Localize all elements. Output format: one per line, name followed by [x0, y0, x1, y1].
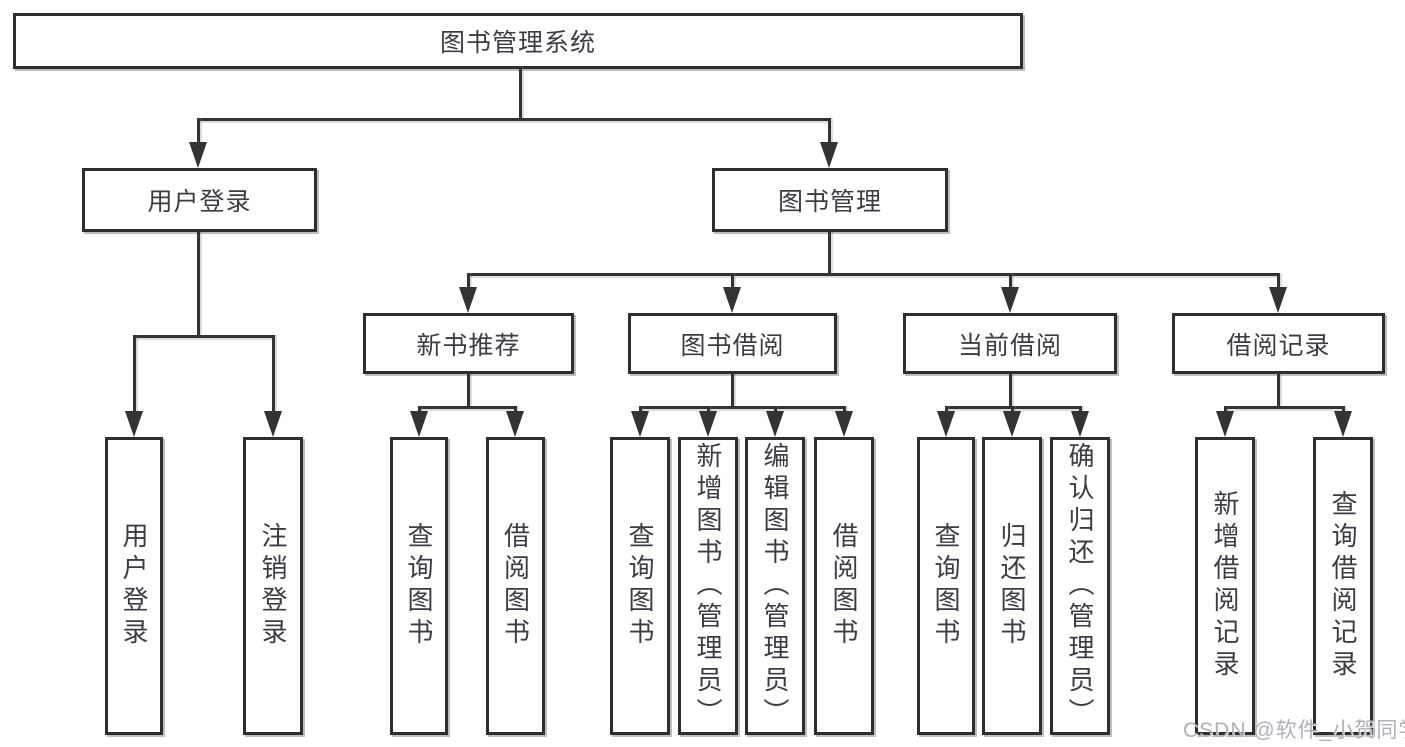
connector-drop [272, 335, 275, 413]
arrow-down-icon [1003, 411, 1021, 437]
connector-drop [1079, 406, 1082, 414]
connector-drop [1224, 406, 1227, 414]
arrow-down-icon [125, 411, 143, 437]
csdn-watermark: CSDN @软件_小贺同学 [1183, 719, 1405, 742]
node-library-management-system: 图书管理系统 [13, 13, 1023, 69]
connector-drop [843, 406, 846, 414]
arrow-down-icon [506, 411, 524, 437]
arrow-down-icon [723, 287, 741, 313]
connector-drop [707, 406, 710, 414]
connector-drop [133, 335, 136, 413]
arrow-down-icon [1001, 287, 1019, 313]
node-query-books-current: 查询图书 [917, 437, 975, 735]
arrow-down-icon [1269, 287, 1287, 313]
arrow-down-icon [631, 411, 649, 437]
connector-drop [418, 406, 421, 414]
node-user-login: 用户登录 [82, 168, 317, 232]
node-add-book-admin: 新增图书（管理员） [678, 437, 738, 735]
connector-bar [467, 273, 1279, 276]
node-borrow-books-leaf: 借阅图书 [814, 437, 874, 735]
connector-bar [418, 406, 516, 409]
connector-stem [197, 232, 200, 337]
arrow-down-icon [189, 142, 207, 168]
connector-bar [1224, 406, 1344, 409]
connector-stem [1277, 374, 1280, 408]
node-user-login-leaf: 用户登录 [105, 437, 163, 735]
connector-bar [133, 335, 274, 338]
connector-drop [467, 273, 470, 289]
node-logout: 注销登录 [243, 437, 303, 735]
connector-bar [197, 118, 831, 121]
arrow-down-icon [1216, 411, 1234, 437]
arrow-down-icon [1334, 411, 1352, 437]
node-book-borrowing: 图书借阅 [628, 313, 837, 374]
node-add-borrow-record: 新增借阅记录 [1195, 437, 1255, 735]
node-borrow-books-recommend: 借阅图书 [486, 437, 545, 735]
connector-drop [774, 406, 777, 414]
connector-drop [828, 118, 831, 144]
arrow-down-icon [835, 411, 853, 437]
arrow-down-icon [937, 411, 955, 437]
node-query-books-borrowing: 查询图书 [610, 437, 670, 735]
arrow-down-icon [766, 411, 784, 437]
connector-drop [639, 406, 642, 414]
connector-drop [1277, 273, 1280, 289]
node-query-borrow-record: 查询借阅记录 [1313, 437, 1373, 735]
node-query-books-recommend: 查询图书 [390, 437, 448, 735]
node-book-management: 图书管理 [712, 168, 948, 232]
node-new-book-recommendation: 新书推荐 [363, 313, 574, 374]
node-current-borrowing: 当前借阅 [903, 313, 1117, 374]
arrow-down-icon [264, 411, 282, 437]
connector-stem [519, 66, 522, 120]
connector-drop [1342, 406, 1345, 414]
connector-drop [514, 406, 517, 414]
arrow-down-icon [1071, 411, 1089, 437]
connector-stem [731, 374, 734, 408]
node-edit-book-admin: 编辑图书（管理员） [745, 437, 805, 735]
node-return-books: 归还图书 [982, 437, 1042, 735]
node-confirm-return-admin: 确认归还（管理员） [1050, 437, 1110, 735]
connector-drop [945, 406, 948, 414]
node-borrowing-records: 借阅记录 [1172, 313, 1385, 374]
connector-drop [731, 273, 734, 289]
arrow-down-icon [699, 411, 717, 437]
arrow-down-icon [459, 287, 477, 313]
connector-stem [467, 374, 470, 408]
connector-drop [1011, 406, 1014, 414]
connector-stem [828, 232, 831, 275]
connector-drop [1009, 273, 1012, 289]
arrow-down-icon [820, 142, 838, 168]
arrow-down-icon [410, 411, 428, 437]
connector-stem [1009, 374, 1012, 408]
connector-bar [639, 406, 845, 409]
connector-drop [197, 118, 200, 144]
